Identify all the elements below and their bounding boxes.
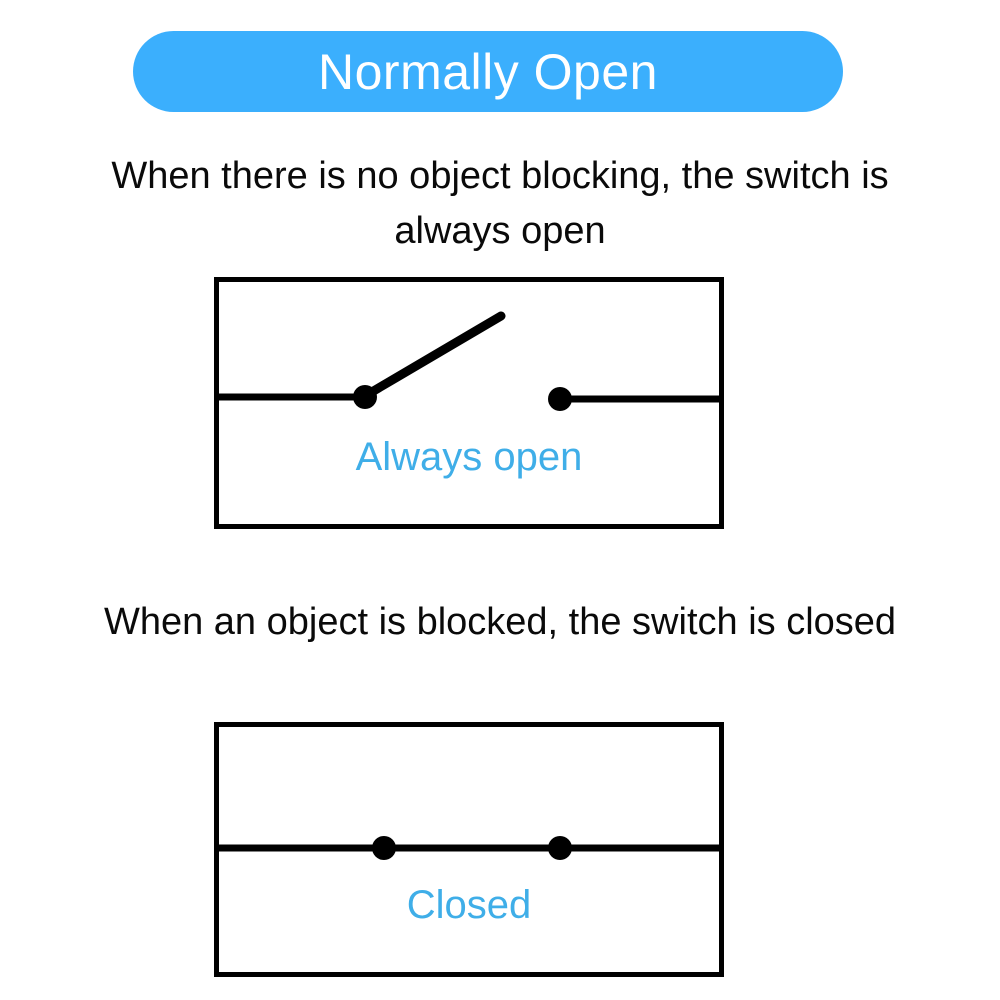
diagram-closed-switch: Closed <box>214 722 724 977</box>
title-banner: Normally Open <box>133 31 843 112</box>
state-label-always-open: Always open <box>355 435 583 479</box>
open-switch-schematic <box>219 311 719 411</box>
stationary-contact-dot <box>548 387 572 411</box>
caption-closed-state: When an object is blocked, the switch is… <box>103 601 897 643</box>
page-title: Normally Open <box>318 43 658 100</box>
diagram-open-switch: Always open <box>214 277 724 529</box>
stationary-contact-dot <box>548 836 572 860</box>
caption-open-state: When there is no object blocking, the sw… <box>111 155 889 252</box>
closed-switch-schematic <box>219 836 719 860</box>
pivot-contact-dot <box>372 836 396 860</box>
switch-arm-line <box>360 311 506 401</box>
pivot-contact-dot <box>353 385 377 409</box>
state-label-closed: Closed <box>406 883 532 927</box>
